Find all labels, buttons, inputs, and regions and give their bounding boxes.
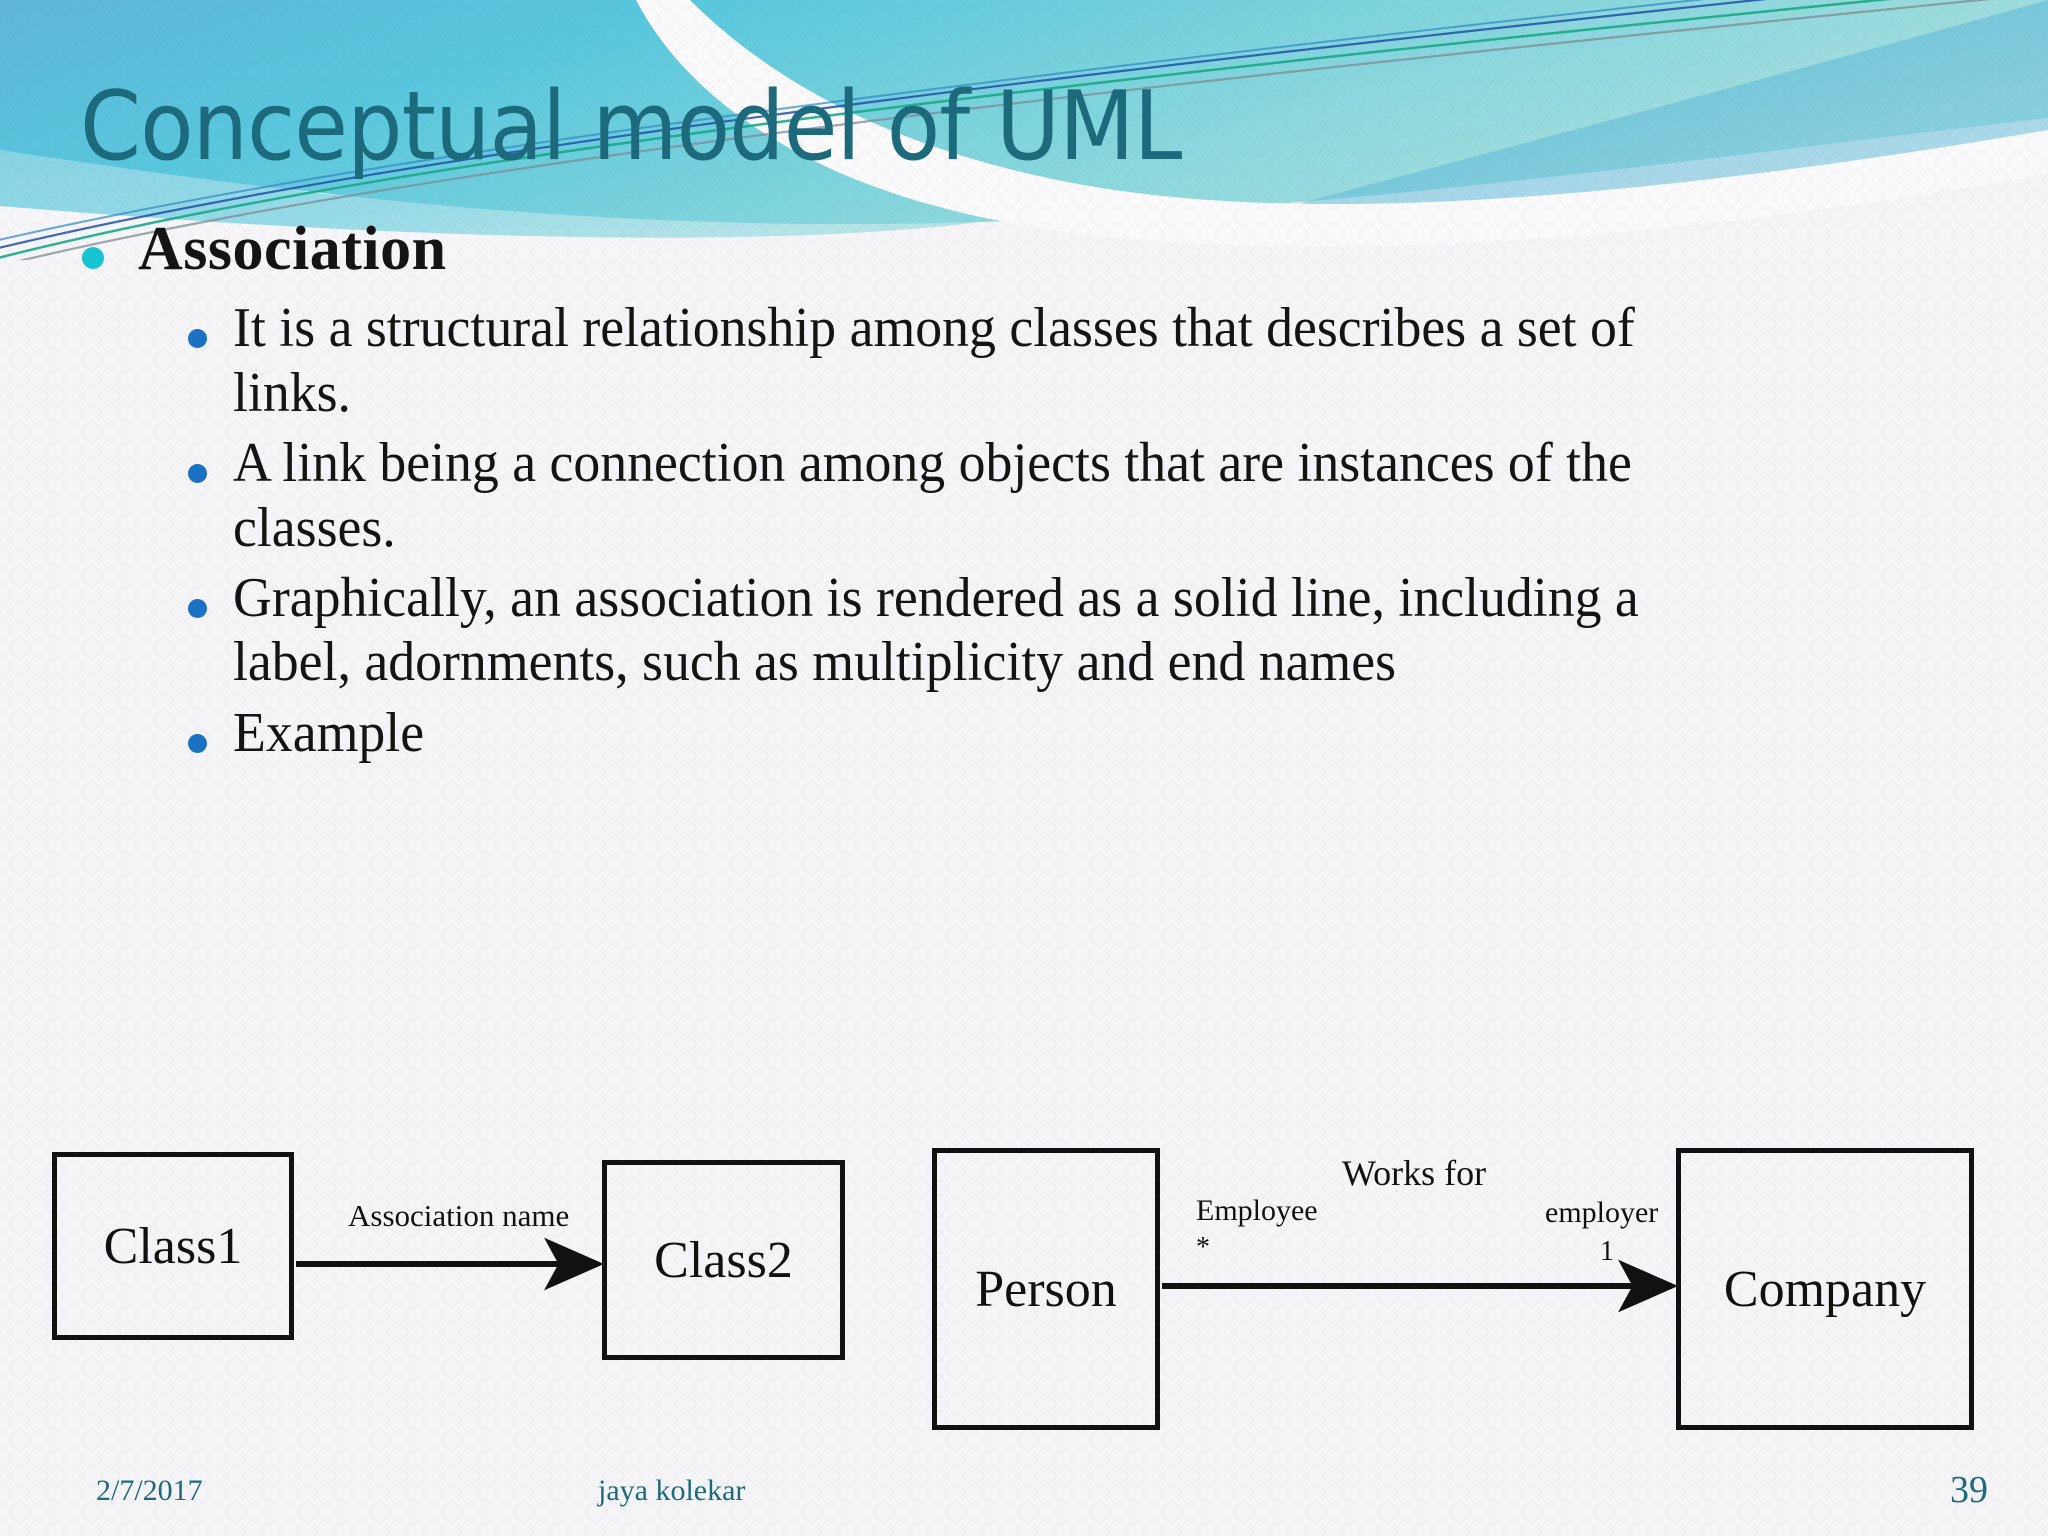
uml-class-label-class1: Class1 bbox=[103, 1217, 243, 1275]
bullet-text-graphically: Graphically, an association is rendered … bbox=[233, 567, 1639, 694]
uml-works-for-label: Works for bbox=[1342, 1153, 1487, 1193]
page-title: Conceptual model of UML bbox=[80, 72, 1182, 182]
uml-class-label-person: Person bbox=[975, 1260, 1117, 1318]
bullet-dot-level2 bbox=[188, 464, 207, 484]
bullet-item-structural-relationship: It is a structural relationship among cl… bbox=[188, 296, 2048, 425]
bullet-item-graphically: Graphically, an association is rendered … bbox=[188, 566, 2048, 695]
uml-class-label-company: Company bbox=[1723, 1260, 1927, 1318]
uml-multiplicity-target: 1 bbox=[1600, 1236, 1614, 1267]
bullet-text-association: Association bbox=[138, 215, 447, 283]
footer-date: 2/7/2017 bbox=[96, 1474, 203, 1507]
slide-page-number: 39 bbox=[1950, 1469, 1988, 1511]
uml-class-box-company: Company bbox=[1676, 1148, 1974, 1430]
bullet-item-example: Example bbox=[188, 701, 2048, 765]
content-body: Association It is a structural relations… bbox=[0, 215, 2048, 771]
bullet-text-example: Example bbox=[233, 701, 425, 764]
uml-multiplicity-source: * bbox=[1196, 1232, 1210, 1263]
header-wave-graphic bbox=[0, 0, 2048, 260]
uml-class-label-class2: Class2 bbox=[654, 1231, 793, 1289]
uml-class-box-class2: Class2 bbox=[602, 1160, 845, 1360]
uml-class-box-person: Person bbox=[932, 1148, 1160, 1430]
footer-author: jaya kolekar bbox=[598, 1474, 746, 1507]
bullet-item-association: Association bbox=[82, 215, 2048, 284]
uml-class-box-class1: Class1 bbox=[52, 1152, 294, 1340]
bullet-dot-level1 bbox=[82, 247, 104, 269]
uml-association-name-label: Association name bbox=[348, 1198, 570, 1233]
uml-role-employer-label: employer bbox=[1545, 1196, 1659, 1229]
bullet-dot-level2 bbox=[188, 733, 207, 753]
uml-role-employee-label: Employee bbox=[1196, 1194, 1318, 1227]
bullet-item-link-connection: A link being a connection among objects … bbox=[188, 431, 2048, 560]
bullet-dot-level2 bbox=[188, 329, 207, 349]
bullet-dot-level2 bbox=[188, 599, 207, 618]
bullet-text-structural-relationship: It is a structural relationship among cl… bbox=[233, 297, 1635, 424]
bullet-text-link-connection: A link being a connection among objects … bbox=[233, 432, 1632, 559]
